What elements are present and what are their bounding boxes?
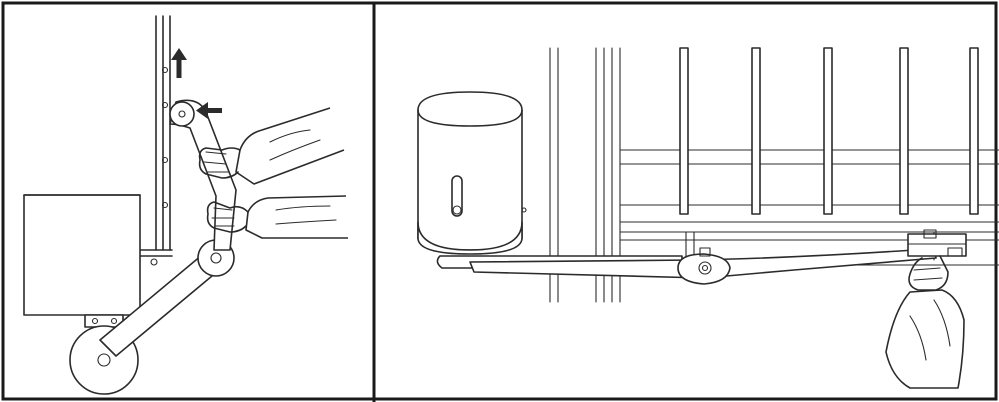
motor-unit (418, 92, 526, 254)
motor-box (24, 195, 140, 327)
gate-bars (680, 48, 978, 214)
pulling-hand (886, 256, 964, 388)
gate-post (140, 16, 172, 265)
panel-left-pull-arm (0, 0, 374, 402)
release-lever (170, 100, 236, 250)
panel-right-arm-bracket (374, 0, 999, 402)
gate-bracket (908, 230, 966, 256)
up-arrow (171, 48, 187, 78)
